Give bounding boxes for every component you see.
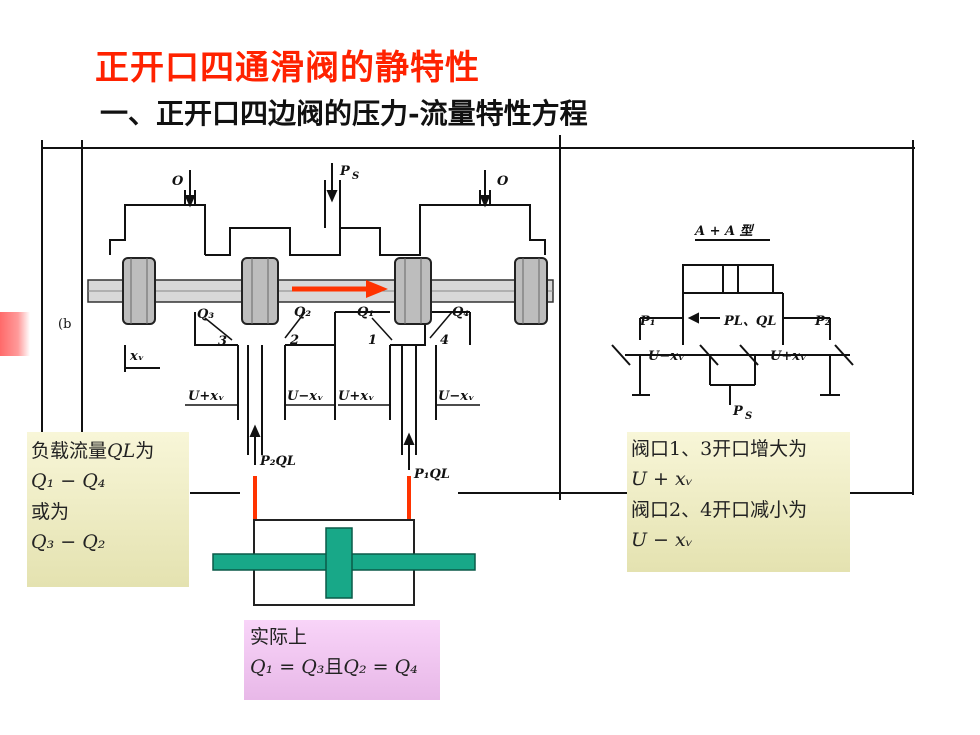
actual-note-line2: Q₁ = Q₃且Q₂ = Q₄	[250, 656, 418, 679]
label-n4: 4	[440, 333, 449, 348]
label-u-minus-2: U−xᵥ	[438, 389, 474, 404]
label-p2ql: P₂QL	[259, 454, 296, 469]
orifice-note-line3: 阀口2、4开口减小为	[631, 498, 808, 521]
label-u-plus-2: U+xᵥ	[338, 389, 374, 404]
label-aa-type: A + A 型	[693, 223, 755, 239]
label-ps-bottom-sub: S	[745, 411, 752, 422]
valve-body	[109, 180, 546, 455]
label-p2: P₂	[814, 314, 831, 329]
orifice-note-line1: 阀口1、3开口增大为	[631, 438, 808, 460]
label-n2: 2	[289, 333, 299, 348]
label-p1ql: P₁QL	[413, 467, 450, 482]
label-pl-ql: PL、QL	[723, 314, 776, 329]
page-subtitle: 一、正开口四边阀的压力-流量特性方程	[100, 97, 588, 130]
label-u-minus-1: U−xᵥ	[287, 389, 323, 404]
spool-motion-arrow	[292, 280, 388, 298]
orifice-opening-note: 阀口1、3开口增大为 U + xᵥ 阀口2、4开口减小为 U − xᵥ	[627, 432, 850, 572]
dimension-arrows	[185, 311, 480, 406]
label-u-plus-1: U+xᵥ	[188, 389, 224, 404]
load-flow-line1: 负载流量QL为	[31, 440, 155, 462]
label-ps-top: P	[339, 164, 351, 179]
label-b: (b	[58, 317, 71, 332]
diagram-frame	[41, 135, 915, 500]
label-q4: Q₄	[452, 305, 469, 320]
label-n1: 1	[368, 333, 377, 348]
load-flow-note: 负载流量QL为 Q₁ − Q₄ 或为 Q₃ − Q₂	[27, 432, 189, 587]
label-ps-top-sub: S	[352, 171, 359, 182]
label-u-minus-r: U−xᵥ	[648, 349, 684, 364]
spool	[87, 257, 554, 325]
side-tab-decoration	[0, 312, 30, 356]
orifice-note-line4: U − xᵥ	[631, 529, 693, 552]
hydraulic-cylinder	[212, 519, 476, 606]
actual-note-line1: 实际上	[250, 626, 308, 648]
valve-schematic	[611, 239, 854, 405]
red-connections	[253, 476, 411, 520]
port-arrows	[184, 163, 491, 470]
label-p1: P₁	[639, 314, 655, 329]
label-o-right: O	[497, 174, 509, 189]
label-o-left: O	[172, 174, 184, 189]
orifice-note-line2: U + xᵥ	[631, 468, 693, 491]
load-flow-line3: 或为	[31, 500, 70, 523]
label-q2: Q₂	[294, 305, 311, 320]
label-xv: xᵥ	[129, 349, 144, 364]
label-ps-bottom: P	[732, 404, 744, 419]
page-title: 正开口四通滑阀的静特性	[95, 48, 480, 88]
label-q3: Q₃	[197, 307, 214, 322]
label-u-plus-r: U+xᵥ	[770, 349, 806, 364]
load-flow-line4: Q₃ − Q₂	[31, 531, 106, 554]
label-q1: Q₁	[357, 305, 374, 320]
actual-flow-note: 实际上 Q₁ = Q₃且Q₂ = Q₄	[244, 620, 440, 700]
load-flow-line2: Q₁ − Q₄	[31, 470, 106, 493]
label-n3: 3	[218, 334, 227, 349]
